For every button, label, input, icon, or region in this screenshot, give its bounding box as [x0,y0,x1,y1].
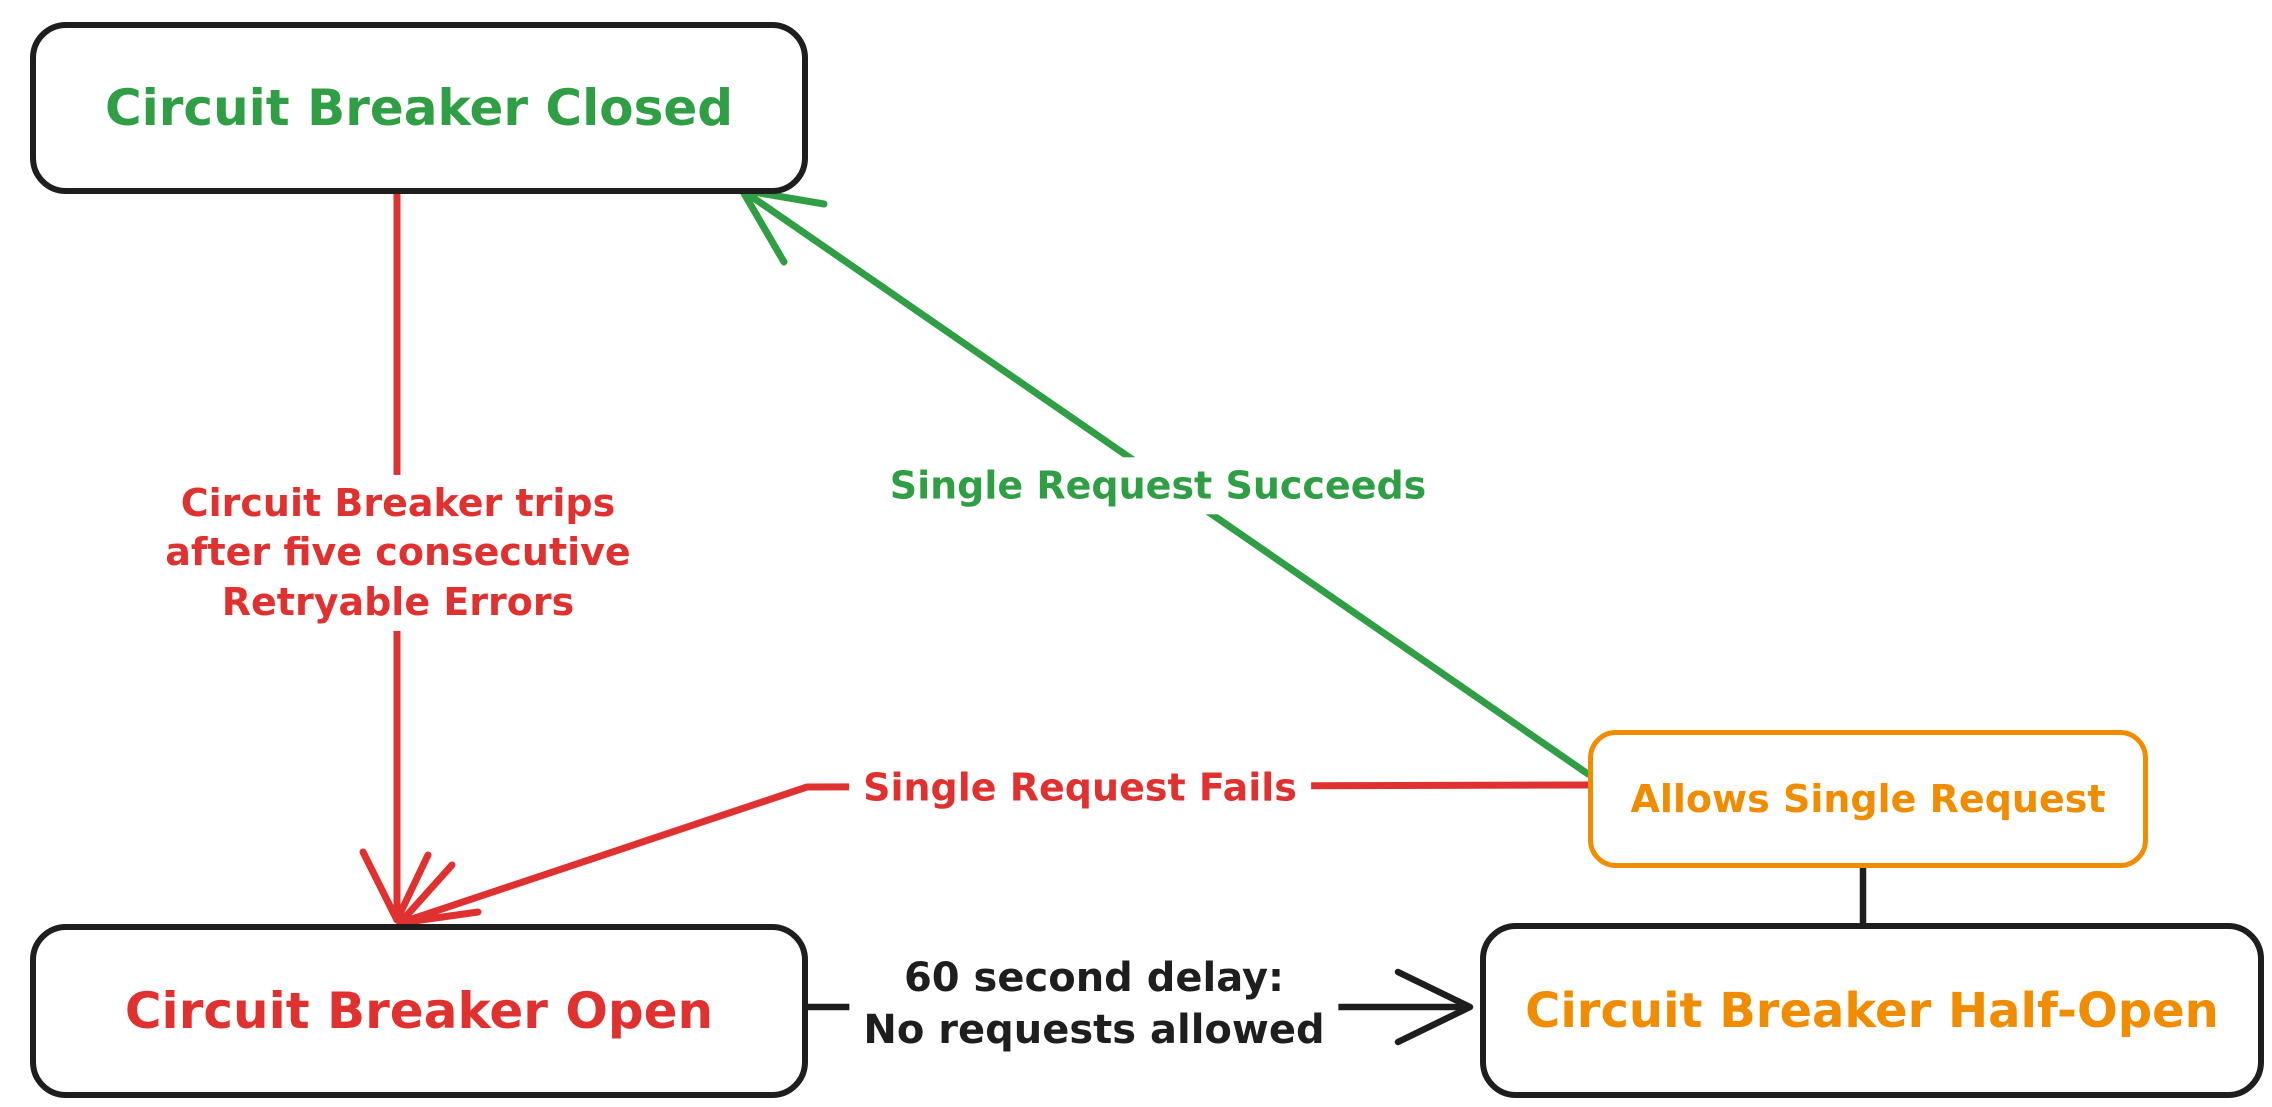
node-allows-single-request-label: Allows Single Request [1630,777,2106,821]
fails-arrow-shaft [396,781,1592,927]
node-circuit-breaker-half-open-label: Circuit Breaker Half-Open [1525,982,2219,1039]
edge-label-delay: 60 second delay: No requests allowed [849,948,1339,1060]
node-allows-single-request: Allows Single Request [1588,730,2148,868]
edge-label-succeeds: Single Request Succeeds [875,457,1441,515]
edge-label-fails: Single Request Fails [849,759,1311,817]
node-circuit-breaker-half-open: Circuit Breaker Half-Open [1480,923,2264,1098]
edge-label-trips: Circuit Breaker trips after five consecu… [151,474,645,632]
node-circuit-breaker-closed: Circuit Breaker Closed [30,22,808,194]
trips-arrowhead-icon [359,848,432,924]
edge-label-trips-line2: after five consecutive [165,530,631,575]
edge-label-delay-line1: 60 second delay: [903,955,1285,1001]
edge-label-trips-line3: Retryable Errors [221,579,575,624]
edge-label-succeeds-text: Single Request Succeeds [889,463,1427,508]
fails-arrow [396,781,1592,927]
edge-label-delay-line2: No requests allowed [863,1007,1325,1053]
fails-arrowhead-icon [396,861,482,927]
edge-label-trips-line1: Circuit Breaker trips [180,480,616,525]
node-circuit-breaker-closed-label: Circuit Breaker Closed [104,79,734,137]
edge-label-fails-text: Single Request Fails [863,765,1297,810]
node-circuit-breaker-open: Circuit Breaker Open [30,924,808,1098]
delay-arrowhead-icon [1394,968,1474,1046]
node-circuit-breaker-open-label: Circuit Breaker Open [124,982,714,1040]
